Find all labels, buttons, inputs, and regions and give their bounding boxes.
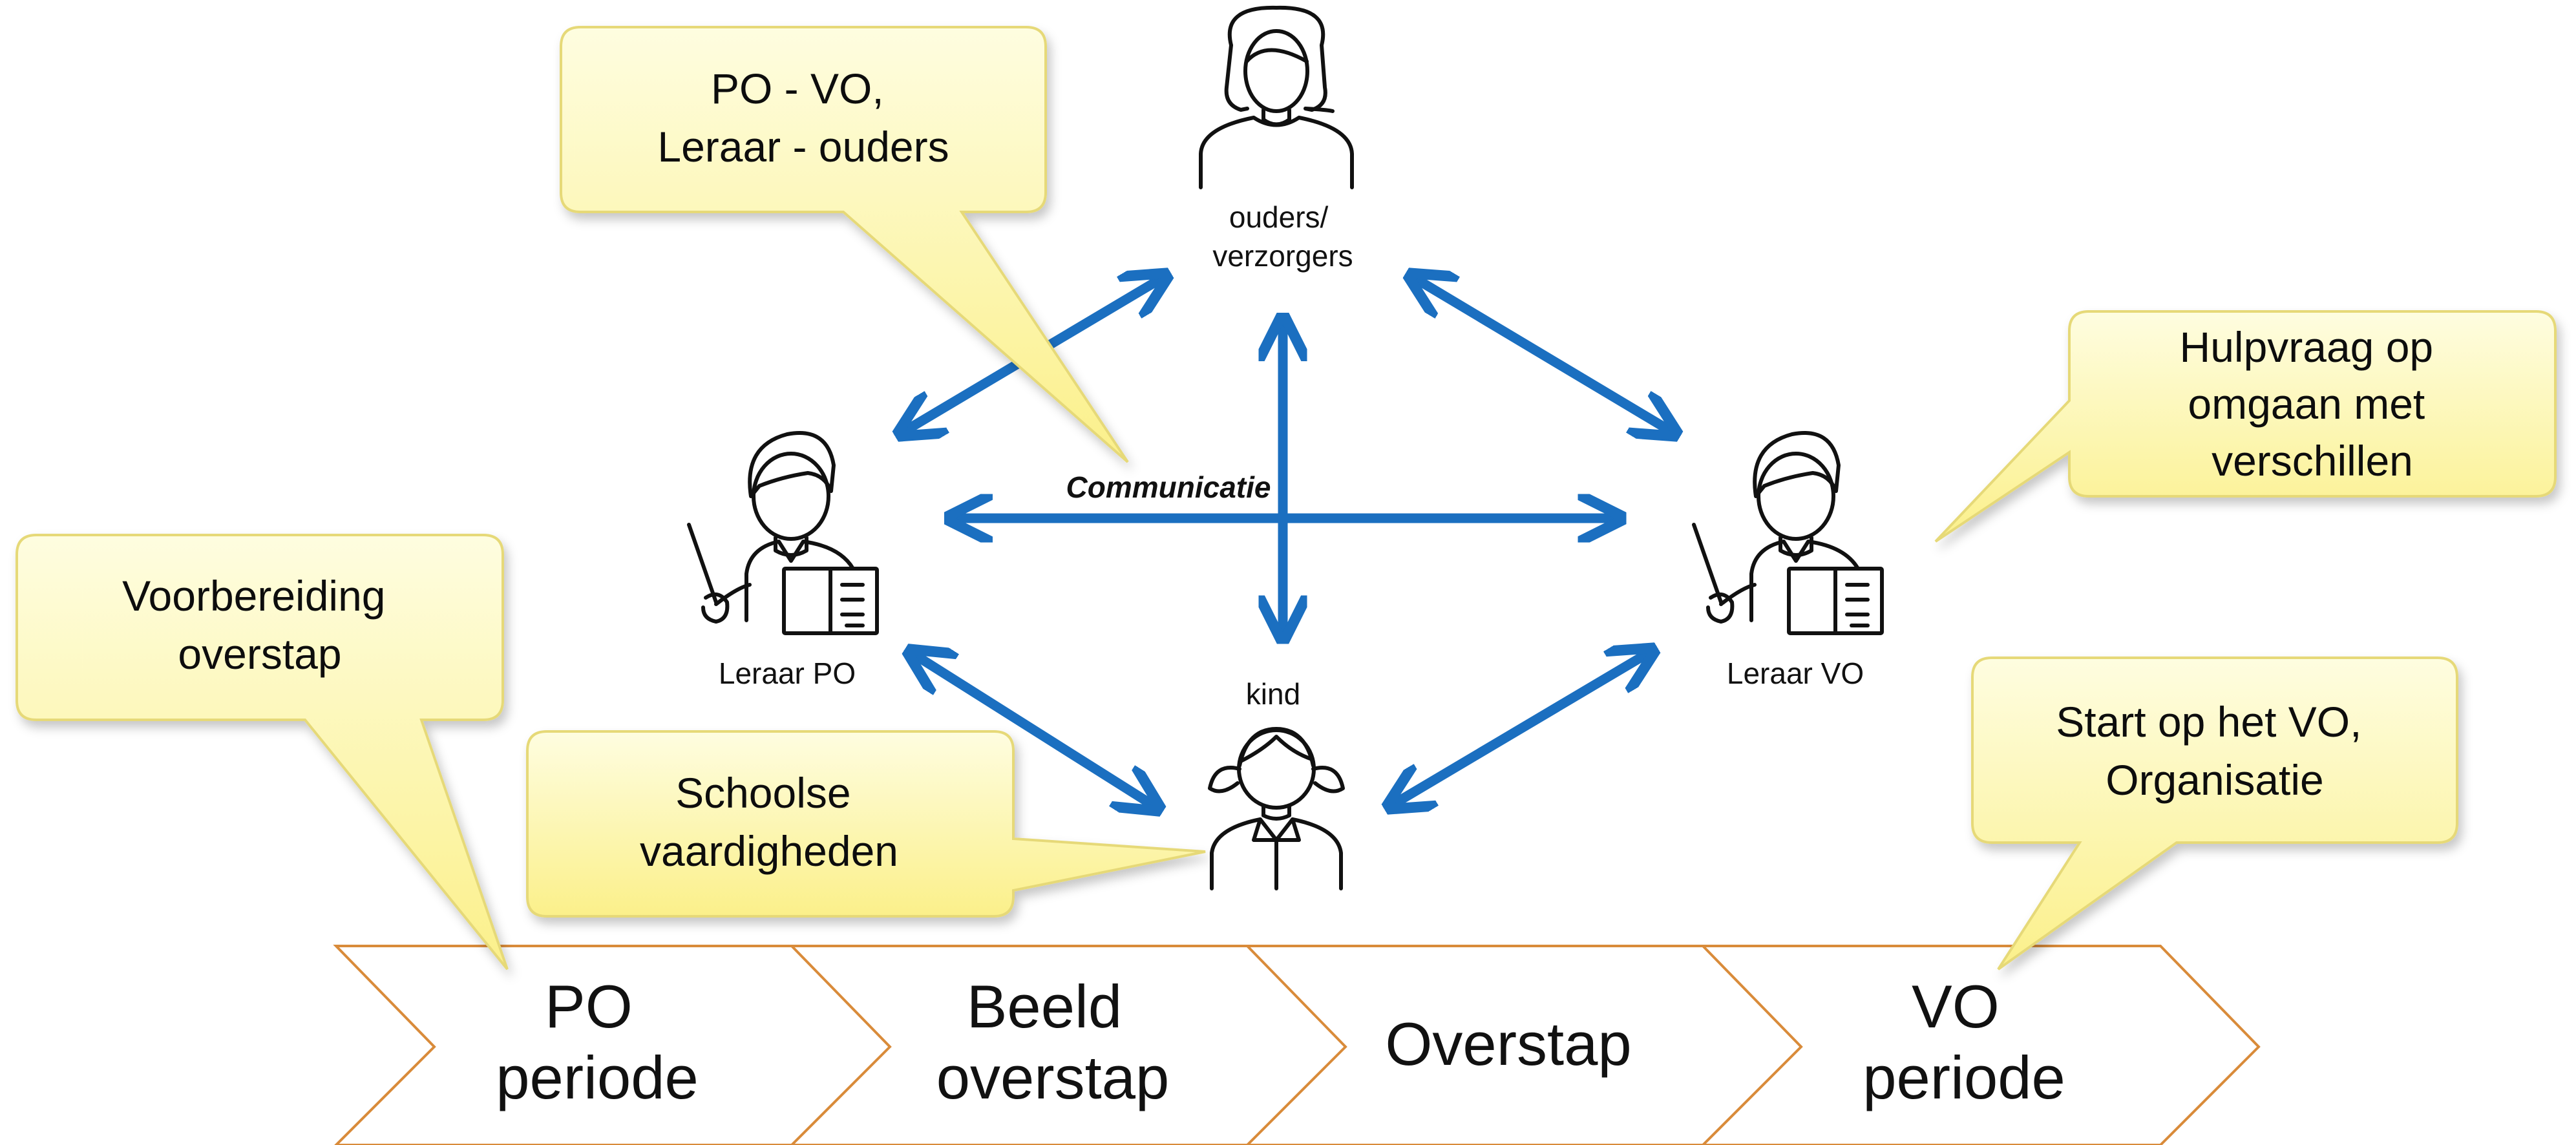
callout-hulpvraag: Hulpvraag op omgaan met verschillen <box>1934 310 2557 543</box>
svg-text:Voorbereiding overstap: Voorbereiding overstap <box>122 572 397 678</box>
phase-label-po-periode: PO periode <box>496 972 699 1111</box>
svg-text:Start op het VO, Organis: Start op het VO, Organisatie <box>2056 698 2374 804</box>
label-parents: ouders/ verzorgers <box>1212 200 1353 273</box>
arrow-teacher-po-child <box>911 653 1157 808</box>
svg-text:PO - VO, Leraar - ouders: PO - VO, Leraar - ouders <box>657 65 949 171</box>
phase-label-vo-periode: VO periode <box>1863 972 2065 1111</box>
teacher-po-icon <box>687 431 879 635</box>
label-teacher-vo: Leraar VO <box>1727 657 1864 690</box>
label-child: kind <box>1246 677 1300 711</box>
chevron-vo-periode <box>1700 945 2261 1145</box>
callout-voorbereiding: Voorbereiding overstap <box>16 534 509 971</box>
phase-chevrons <box>333 945 2261 1145</box>
communication-label: Communicatie <box>1066 470 1271 504</box>
label-teacher-po: Leraar PO <box>719 657 856 690</box>
callout-start-vo: Start op het VO, Organisatie <box>1971 657 2458 971</box>
arrow-teacher-vo-child <box>1391 651 1651 806</box>
parent-woman-icon <box>1199 5 1354 189</box>
phase-label-beeld-overstap: Beeld overstap <box>936 972 1170 1111</box>
teacher-vo-icon <box>1692 431 1884 635</box>
callout-schoolse: Schoolse vaardigheden <box>526 730 1206 918</box>
people-labels: ouders/ verzorgers Leraar PO Leraar VO k… <box>719 200 1864 711</box>
callout-po-vo: PO - VO, Leraar - ouders <box>560 26 1129 463</box>
phase-label-overstap: Overstap <box>1385 1010 1631 1078</box>
child-girl-icon <box>1208 727 1345 890</box>
phase-labels: PO periode Beeld overstap Overstap VO pe… <box>496 972 2065 1111</box>
arrow-parents-teacher-vo <box>1412 277 1674 433</box>
svg-text:Schoolse vaardigheden: Schoolse vaardigheden <box>640 769 898 875</box>
svg-text:Hulpvraag op omgaan met: Hulpvraag op omgaan met verschillen <box>2180 323 2445 485</box>
